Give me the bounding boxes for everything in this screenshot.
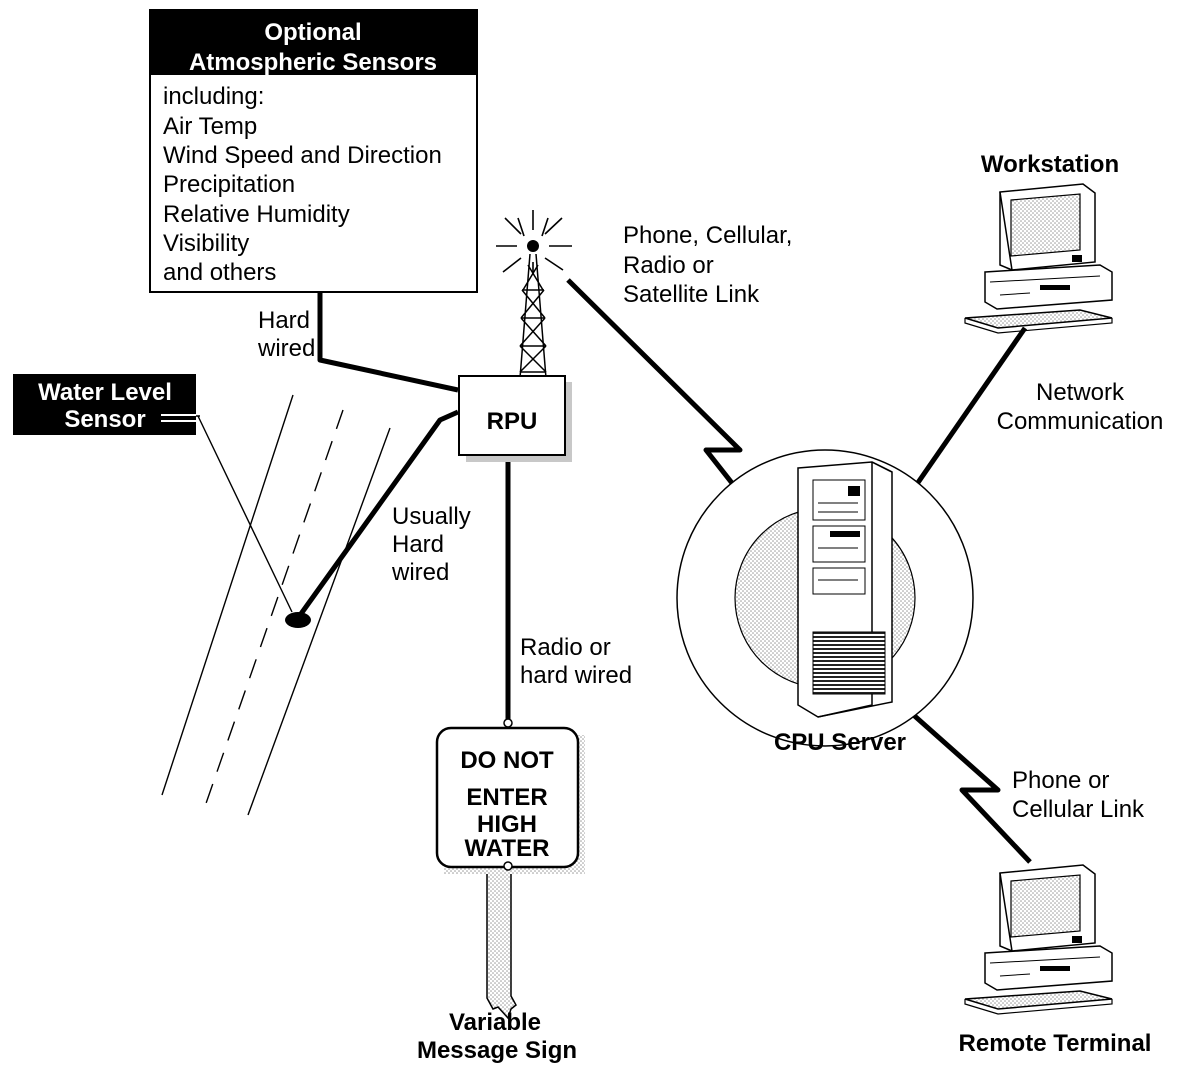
sensors-list-item: Air Temp — [163, 113, 257, 140]
workstation-label: Workstation — [981, 151, 1119, 178]
cpu-server-label: CPU Server — [774, 729, 906, 756]
svg-text:Hard: Hard — [258, 307, 310, 334]
remote-terminal-label: Remote Terminal — [959, 1030, 1152, 1057]
rpu-unit: RPU — [458, 375, 572, 462]
radio-or-hard-wired-label: Radio or hard wired — [520, 634, 632, 689]
cpu-server: CPU Server — [676, 449, 974, 756]
svg-text:Network: Network — [1036, 379, 1125, 406]
river-bank-left — [161, 394, 294, 796]
sign-line1: DO NOT — [460, 747, 554, 774]
hard-wired-label: Hard wired — [257, 307, 315, 362]
svg-text:Cellular Link: Cellular Link — [1012, 796, 1145, 823]
svg-text:Phone, Cellular,: Phone, Cellular, — [623, 222, 792, 249]
svg-text:Radio or: Radio or — [623, 252, 714, 279]
sensors-list-item: Wind Speed and Direction — [163, 142, 442, 169]
river-bank-right — [247, 427, 391, 816]
atmospheric-sensors-box: Optional Atmospheric Sensors including: … — [149, 9, 478, 293]
sign-caption-line2: Message Sign — [417, 1037, 577, 1064]
water-sensor-probe — [285, 612, 311, 628]
workstation-computer-icon — [964, 183, 1113, 334]
svg-text:Communication: Communication — [997, 408, 1164, 435]
sensors-title-line2: Atmospheric Sensors — [189, 49, 437, 76]
network-link-line — [905, 326, 1028, 499]
sensors-list-item: Visibility — [163, 230, 249, 257]
remote-terminal-computer-icon — [964, 864, 1113, 1015]
sensors-list-item: Precipitation — [163, 171, 295, 198]
river — [161, 394, 391, 816]
river-centerline — [202, 409, 344, 813]
remote-terminal: Remote Terminal — [959, 864, 1152, 1057]
water-sensor-link-line — [295, 409, 460, 620]
svg-text:Satellite Link: Satellite Link — [623, 281, 760, 308]
svg-text:Usually: Usually — [392, 503, 471, 530]
svg-text:wired: wired — [391, 559, 449, 586]
sensors-list-item: and others — [163, 259, 276, 286]
usually-hard-wired-label: Usually Hard wired — [391, 503, 471, 586]
svg-text:wired: wired — [257, 335, 315, 362]
svg-text:Radio or: Radio or — [520, 634, 611, 661]
workstation: Workstation — [964, 151, 1119, 334]
phone-cellular-label: Phone or Cellular Link — [1012, 767, 1145, 823]
water-level-sensor-line1: Water Level — [38, 379, 172, 406]
sensors-list-item: including: — [163, 83, 264, 110]
sign-caption-line1: Variable — [449, 1009, 541, 1036]
variable-message-sign: DO NOT ENTER HIGH WATER Variable Message… — [417, 718, 585, 1064]
sensors-list: including: Air Temp Wind Speed and Direc… — [163, 83, 442, 286]
tower-link-label: Phone, Cellular, Radio or Satellite Link — [623, 222, 792, 308]
water-level-sensor-line2: Sensor — [64, 406, 145, 433]
sign-line2: ENTER — [466, 784, 547, 811]
water-level-sensor: Water Level Sensor — [13, 374, 311, 628]
phone-link-line — [898, 701, 1032, 864]
radio-tower-icon — [496, 210, 572, 379]
svg-text:hard wired: hard wired — [520, 662, 632, 689]
sign-line4: WATER — [465, 835, 550, 862]
svg-text:Phone or: Phone or — [1012, 767, 1109, 794]
svg-text:Hard: Hard — [392, 531, 444, 558]
rpu-label: RPU — [487, 408, 538, 435]
sign-line3: HIGH — [477, 811, 537, 838]
sensors-title-line1: Optional — [264, 19, 361, 46]
server-tower-icon — [797, 461, 893, 718]
sensor-lead-wire — [197, 415, 293, 613]
sensors-list-item: Relative Humidity — [163, 201, 350, 228]
network-communication-label: Network Communication — [997, 379, 1164, 435]
hard-wired-link-line — [317, 292, 459, 393]
